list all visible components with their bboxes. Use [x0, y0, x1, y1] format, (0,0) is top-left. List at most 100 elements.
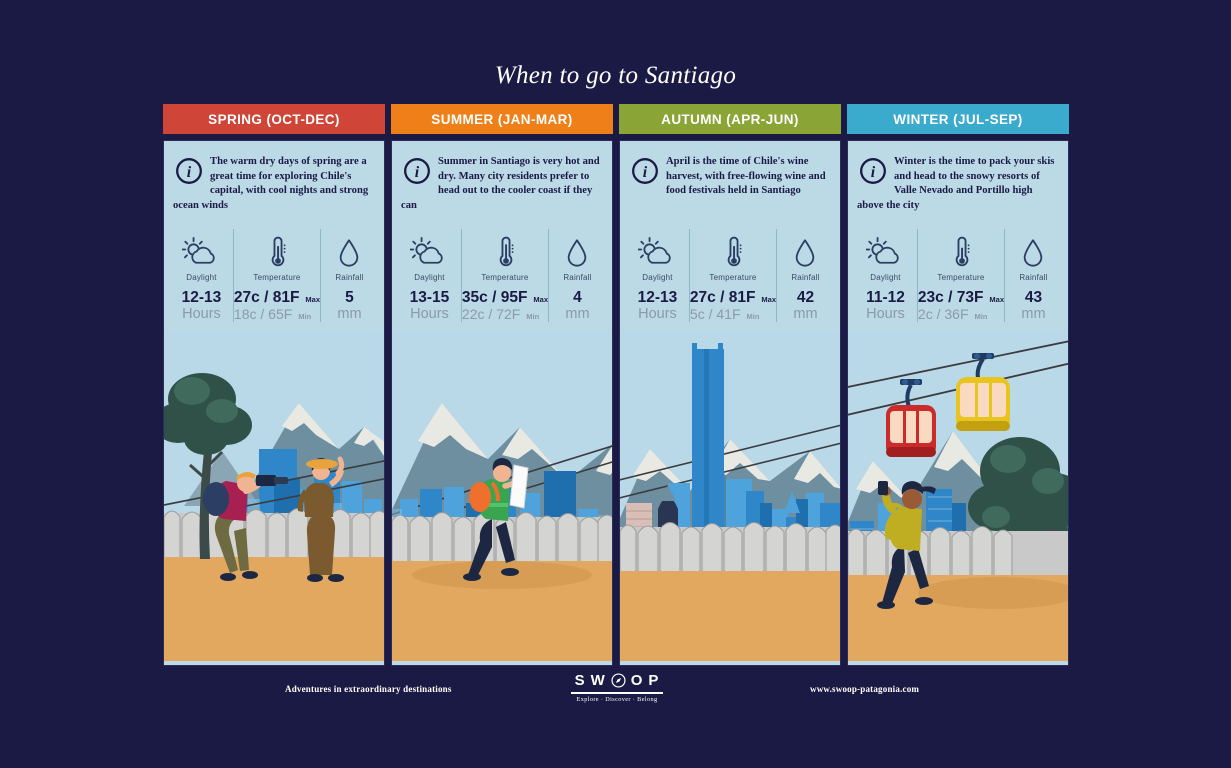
logo-letter-o: O	[630, 672, 644, 689]
stat-label-rainfall: Rainfall	[335, 273, 364, 282]
illustration-winter	[848, 331, 1068, 665]
stat-rainfall: Rainfall 4 mm	[549, 229, 606, 322]
blurb-text-summer: Summer in Santiago is very hot and dry. …	[401, 156, 600, 211]
info-circle-icon: i	[176, 158, 202, 184]
stat-label-temperature: Temperature	[709, 273, 757, 282]
season-panel-summer[interactable]: SUMMER (JAN-MAR) i Summer in Santiago is…	[391, 104, 613, 666]
stat-rainfall: Rainfall 42 mm	[777, 229, 834, 322]
stats-autumn: Daylight 12-13 Hours	[620, 226, 840, 331]
info-circle-icon: i	[404, 158, 430, 184]
stat-values-daylight: 12-13 Hours	[638, 289, 678, 322]
swoop-logo[interactable]: S W O P Explore · Discover · Belong	[571, 672, 663, 703]
temp-min-c: 5c	[689, 306, 705, 322]
stat-temperature: Temperature 27c / 81F Max 18c /	[232, 229, 321, 322]
page-title: When to go to Santiago	[494, 62, 737, 89]
thermometer-icon	[950, 235, 972, 269]
temp-max-c: 27c	[689, 289, 716, 306]
daylight-unit: Hours	[410, 306, 449, 322]
panel-header-summer: SUMMER (JAN-MAR)	[391, 104, 613, 134]
daylight-value: 12-13	[637, 289, 678, 306]
illustration-spring	[164, 331, 384, 665]
temp-max-tag: Max	[761, 295, 777, 304]
stats-winter: Daylight 11-12 Hours	[848, 226, 1068, 331]
temp-min-f: 65F	[268, 306, 293, 322]
logo-letter-p: P	[648, 672, 660, 689]
temp-max-c: 27c	[233, 289, 260, 306]
stat-values-rainfall: 4 mm	[565, 289, 589, 322]
stat-values-rainfall: 42 mm	[793, 289, 817, 322]
temp-min-f: 41F	[716, 306, 741, 322]
daylight-unit: Hours	[182, 306, 221, 322]
stat-label-temperature: Temperature	[481, 273, 529, 282]
blurb-text-winter: Winter is the time to pack your skis and…	[857, 156, 1055, 211]
temp-max-f: 73F	[956, 289, 984, 306]
rainfall-unit: mm	[793, 306, 818, 322]
temp-max-f: 95F	[500, 289, 528, 306]
rainfall-unit: mm	[565, 306, 590, 322]
illustration-summer	[392, 331, 612, 665]
stat-values-temperature: 23c / 73F Max 2c / 36F Min	[917, 289, 1005, 322]
blurb-spring: i The warm dry days of spring are a grea…	[164, 141, 384, 226]
logo-letter-w: W	[590, 672, 606, 689]
stat-label-temperature: Temperature	[253, 273, 301, 282]
footer-url[interactable]: www.swoop-patagonia.com	[810, 684, 920, 694]
stat-daylight: Daylight 13-15 Hours	[398, 229, 461, 322]
stat-values-temperature: 35c / 95F Max 22c / 72F Min	[461, 289, 549, 322]
season-panel-spring[interactable]: SPRING (OCT-DEC) i The warm dry days of …	[163, 104, 385, 666]
stat-label-rainfall: Rainfall	[563, 273, 592, 282]
thermometer-icon	[266, 235, 288, 269]
temp-min-f: 36F	[944, 306, 969, 322]
panel-body-autumn: i April is the time of Chile's wine harv…	[619, 140, 841, 666]
stat-values-temperature: 27c / 81F Max 5c / 41F Min	[689, 289, 777, 322]
logo-wordmark: S W O P	[571, 672, 663, 689]
season-panels: SPRING (OCT-DEC) i The warm dry days of …	[163, 104, 1069, 666]
rainfall-unit: mm	[337, 306, 362, 322]
season-panel-autumn[interactable]: AUTUMN (APR-JUN) i April is the time of …	[619, 104, 841, 666]
temp-min-tag: Min	[974, 312, 988, 321]
temp-min-c: 2c	[917, 306, 933, 322]
season-panel-winter[interactable]: WINTER (JUL-SEP) i Winter is the time to…	[847, 104, 1069, 666]
panel-body-spring: i The warm dry days of spring are a grea…	[163, 140, 385, 666]
footer-tagline: Adventures in extraordinary destinations	[285, 684, 452, 694]
stat-temperature: Temperature 35c / 95F Max 22c /	[460, 229, 549, 322]
temp-min-tag: Min	[526, 312, 540, 321]
stat-values-rainfall: 5 mm	[337, 289, 361, 322]
stat-label-daylight: Daylight	[186, 273, 217, 282]
photographer-figure	[203, 471, 288, 581]
logo-divider	[571, 692, 663, 694]
panel-header-winter: WINTER (JUL-SEP)	[847, 104, 1069, 134]
raindrop-icon	[1023, 235, 1043, 269]
thermometer-icon	[494, 235, 516, 269]
red-gondola	[886, 379, 936, 457]
panel-body-summer: i Summer in Santiago is very hot and dry…	[391, 140, 613, 666]
svg-text:i: i	[187, 164, 192, 181]
blurb-winter: i Winter is the time to pack your skis a…	[848, 141, 1068, 226]
logo-letter-s: S	[574, 672, 586, 689]
stat-temperature: Temperature 23c / 73F Max 2c /	[916, 229, 1005, 322]
temp-max-tag: Max	[305, 295, 321, 304]
info-circle-icon: i	[632, 158, 658, 184]
sun-cloud-icon	[866, 235, 904, 269]
stat-label-daylight: Daylight	[414, 273, 445, 282]
blurb-autumn: i April is the time of Chile's wine harv…	[620, 141, 840, 226]
info-circle-icon: i	[860, 158, 886, 184]
temp-min-f: 72F	[496, 306, 521, 322]
yellow-gondola	[956, 353, 1010, 431]
stat-daylight: Daylight 12-13 Hours	[170, 229, 233, 322]
stat-rainfall: Rainfall 5 mm	[321, 229, 378, 322]
panel-header-spring: SPRING (OCT-DEC)	[163, 104, 385, 134]
temp-max-tag: Max	[989, 295, 1005, 304]
stat-label-rainfall: Rainfall	[1019, 273, 1048, 282]
daylight-value: 13-15	[409, 289, 450, 306]
temp-min-c: 18c	[233, 306, 257, 322]
temp-min-tag: Min	[746, 312, 760, 321]
svg-text:i: i	[643, 164, 648, 181]
temp-min-tag: Min	[298, 312, 312, 321]
stat-values-daylight: 12-13 Hours	[182, 289, 222, 322]
temp-min-c: 22c	[461, 306, 485, 322]
panel-body-winter: i Winter is the time to pack your skis a…	[847, 140, 1069, 666]
panel-header-autumn: AUTUMN (APR-JUN)	[619, 104, 841, 134]
temp-max-f: 81F	[272, 289, 300, 306]
stat-label-rainfall: Rainfall	[791, 273, 820, 282]
